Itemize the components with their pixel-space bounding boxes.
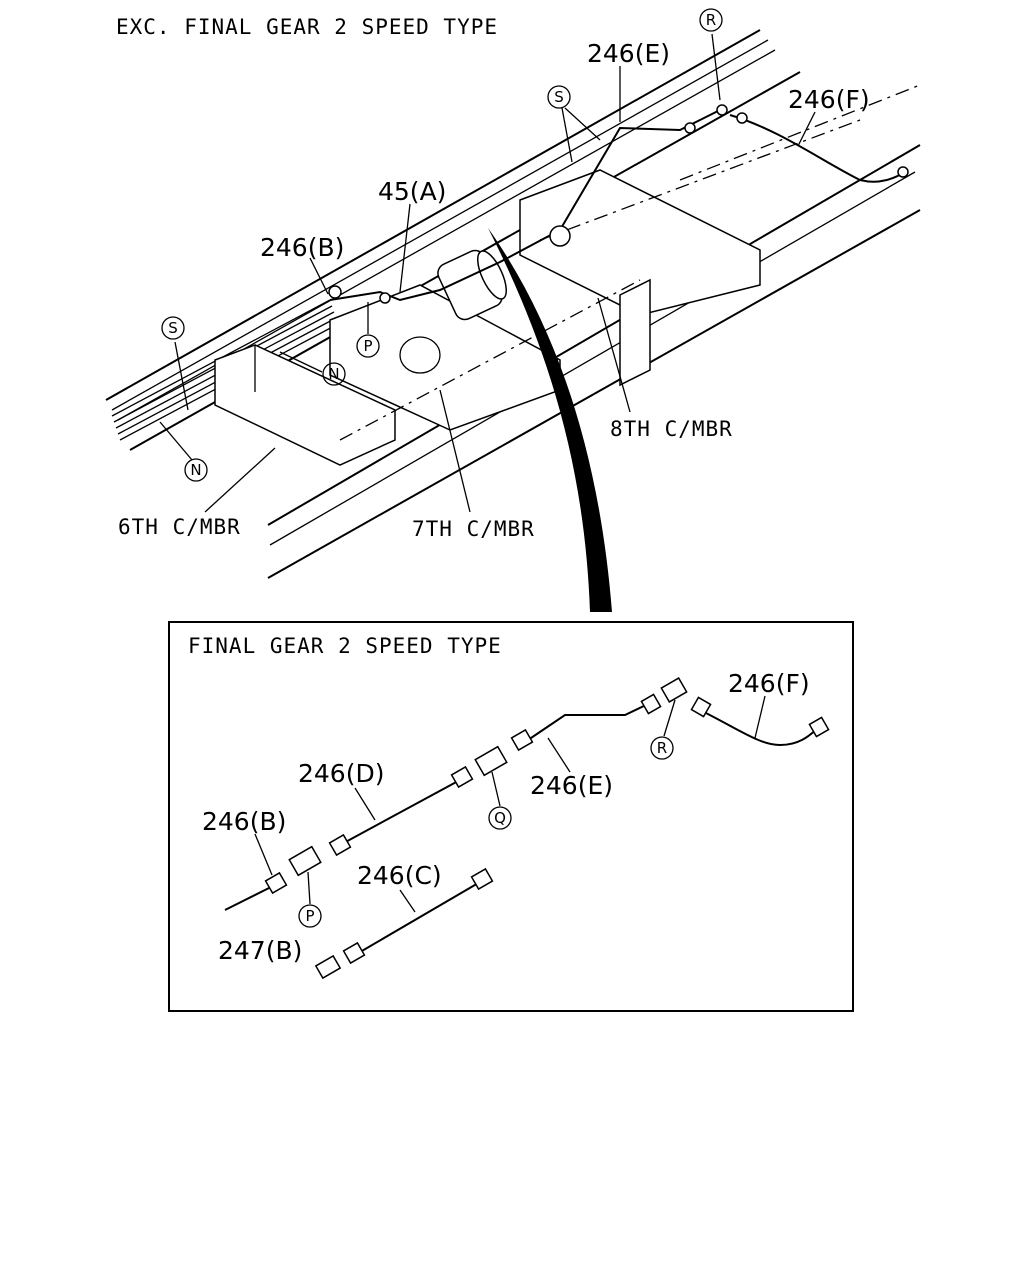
leader-inset-p xyxy=(307,871,311,905)
leader-r xyxy=(711,33,721,101)
inset-callout-q: Q xyxy=(494,809,506,827)
callout-n-upper-circle xyxy=(322,362,346,386)
leader-s-left xyxy=(174,341,189,411)
tee-fitting-r xyxy=(660,677,688,703)
inset-callout-r: R xyxy=(657,739,667,757)
inset-label-246f: 246(F) xyxy=(728,669,810,698)
side-rail-right-top xyxy=(267,144,921,526)
callout-n-upper: N xyxy=(328,365,339,383)
tee-fitting-q xyxy=(474,745,508,777)
pipe-246c xyxy=(354,881,481,956)
leader-6th xyxy=(204,447,276,513)
pipe-246d xyxy=(339,779,461,846)
pipe-246b-nut xyxy=(264,871,288,895)
inset-label-246d: 246(D) xyxy=(298,759,384,788)
leader-inset-r xyxy=(663,699,676,737)
leader-n-upper xyxy=(279,351,323,373)
centerline-3 xyxy=(679,84,921,181)
fitting xyxy=(897,166,909,178)
leader-246f xyxy=(797,111,816,147)
side-rail-right-bottom xyxy=(267,209,921,579)
leader-246b xyxy=(309,257,329,295)
leader-45a xyxy=(399,203,411,293)
callout-s-left: S xyxy=(168,319,178,337)
inset-callout-r-circle xyxy=(650,736,674,760)
leader-inset-246f xyxy=(754,695,766,739)
inset-label-246b: 246(B) xyxy=(202,807,286,836)
inset-label-247b: 247(B) xyxy=(218,936,302,965)
label-7th-cross-member: 7TH C/MBR xyxy=(412,517,535,541)
inset-callout-p-circle xyxy=(298,904,322,928)
inset-title: FINAL GEAR 2 SPEED TYPE xyxy=(188,634,502,658)
fitting xyxy=(379,292,391,304)
callout-s-circle xyxy=(547,85,571,109)
inset-label-246e: 246(E) xyxy=(530,771,613,800)
callout-n-lower-circle xyxy=(184,458,208,482)
pipe-246d-nut xyxy=(328,833,352,857)
callout-n-lower: N xyxy=(190,461,201,479)
pipe-246c-nut-2 xyxy=(470,867,494,891)
leader-7th xyxy=(439,389,471,513)
leader-s-2 xyxy=(561,107,573,163)
pipe-246f xyxy=(699,709,819,747)
leader-inset-246c xyxy=(399,889,416,913)
leader-inset-246b xyxy=(254,833,273,876)
side-rail-left-edge xyxy=(111,39,769,411)
actuator-end xyxy=(477,250,507,300)
label-6th-cross-member: 6TH C/MBR xyxy=(118,515,241,539)
tee-fitting-p xyxy=(288,845,322,877)
label-8th-cross-member: 8TH C/MBR xyxy=(610,417,733,441)
callout-r-circle xyxy=(699,8,723,32)
side-rail-left-top xyxy=(105,29,761,401)
plug-247b xyxy=(314,954,342,980)
pipe-246f-nut xyxy=(808,716,830,738)
inset-label-246c: 246(C) xyxy=(357,861,442,890)
callout-s-left-circle xyxy=(161,316,185,340)
fitting xyxy=(328,285,342,299)
callout-p: P xyxy=(363,337,372,355)
label-246b: 246(B) xyxy=(260,233,344,262)
side-rail-right-mid xyxy=(269,171,916,546)
cross-member-8th xyxy=(519,169,761,316)
cross-member-hole xyxy=(399,336,441,374)
fitting-junction xyxy=(549,225,571,247)
fitting xyxy=(736,112,748,124)
callout-p-circle xyxy=(356,334,380,358)
pipe-246e-nut xyxy=(510,728,534,752)
leader-inset-246e xyxy=(547,737,571,773)
label-45a: 45(A) xyxy=(378,177,446,206)
leader-8th xyxy=(597,297,631,413)
pipe-246e-nut-2 xyxy=(640,693,662,715)
inset-callout-q-circle xyxy=(488,806,512,830)
fitting xyxy=(684,122,696,134)
label-246e: 246(E) xyxy=(587,39,670,68)
leader-inset-q xyxy=(491,771,501,807)
pipe-246d-nut-2 xyxy=(450,765,474,789)
pipe-run-246f xyxy=(729,114,906,183)
pipe-246c-nut xyxy=(342,941,366,965)
callout-s-upper: S xyxy=(554,88,564,106)
leader-n-lower xyxy=(159,421,193,461)
fitting xyxy=(716,104,728,116)
frame-illustration: EXC. FINAL GEAR 2 SPEED TYPE xyxy=(105,8,921,612)
cross-member-8th-face xyxy=(619,278,651,387)
callout-r: R xyxy=(706,11,716,29)
pipe-246e xyxy=(527,703,649,741)
centerline-1 xyxy=(339,279,641,441)
pipe-246b xyxy=(224,884,276,911)
label-246f: 246(F) xyxy=(788,85,870,114)
detail-arrow xyxy=(488,228,612,612)
pipe-246f-nut-2 xyxy=(690,696,712,718)
leader-inset-246d xyxy=(354,787,376,821)
inset-callout-p: P xyxy=(305,907,314,925)
leader-s-1 xyxy=(564,107,601,141)
top-view-title: EXC. FINAL GEAR 2 SPEED TYPE xyxy=(116,15,498,39)
inset-detail: FINAL GEAR 2 SPEED TYPE xyxy=(168,621,854,1012)
